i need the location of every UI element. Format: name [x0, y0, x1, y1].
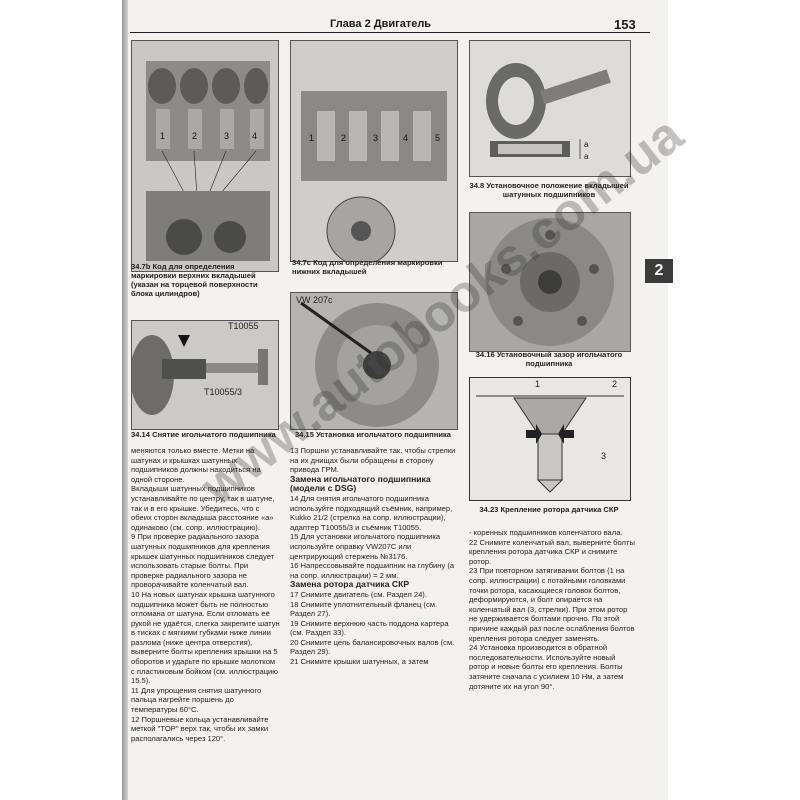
- paragraph: 19 Снимите верхнюю часть поддона картера…: [290, 618, 449, 638]
- paragraph: 23 При повторном затягивании болтов (1 н…: [469, 566, 635, 643]
- rotor-bolt-diagram: [470, 378, 630, 500]
- paragraph: 24 Установка производится в обратной пос…: [469, 643, 624, 691]
- figure-engine-block-lower: 1 2 3 4 5: [290, 40, 458, 262]
- svg-text:2: 2: [341, 133, 346, 143]
- paragraph: 16 Напрессовывайте подшипник на глубину …: [290, 561, 455, 580]
- label-rotor-2: 2: [612, 379, 618, 389]
- flywheel-tool-illustration: [291, 293, 457, 429]
- bearing-puller-illustration: [132, 321, 278, 429]
- crank-flange-illustration: [470, 213, 630, 351]
- svg-text:4: 4: [403, 133, 408, 143]
- svg-text:1: 1: [160, 131, 165, 141]
- caption-34-23: 34.23 Крепление ротора датчика СКР: [479, 505, 619, 514]
- caption-34-15: 34.15 Установка игольчатого подшипника: [294, 430, 452, 439]
- label-t10055-3: T10055/3: [204, 387, 243, 397]
- paragraph: 13 Поршни устанавливайте так, чтобы стре…: [290, 446, 456, 475]
- svg-text:3: 3: [224, 131, 229, 141]
- paragraph: 9 При проверке радиального зазора шатунн…: [131, 532, 275, 590]
- paragraph: 10 На новых шатунах крышка шатунного под…: [131, 589, 280, 686]
- figure-needle-bearing-gap: [469, 212, 631, 352]
- right-text-column: - коренных подшипников коленчатого вала.…: [469, 528, 635, 691]
- figure-needle-bearing-install: [290, 292, 458, 430]
- svg-text:5: 5: [435, 133, 440, 143]
- chapter-title: Глава 2 Двигатель: [330, 18, 432, 30]
- svg-text:4: 4: [252, 131, 257, 141]
- caption-34-7c: 34.7c Код для определения маркировки ниж…: [292, 258, 443, 276]
- paragraph: 11 Для упрощения снятия шатунного пальца…: [131, 685, 262, 715]
- paragraph: 18 Снимите уплотнительный фланец (см. Ра…: [290, 599, 438, 619]
- svg-text:a: a: [584, 152, 589, 161]
- engine-block-lower-illustration: 1 2 3 4 5: [291, 41, 457, 261]
- paragraph: 22 Снимите коленчатый вал, выверните бол…: [469, 537, 635, 566]
- paragraph: 14 Для снятия игольчатого подшипника исп…: [290, 493, 453, 532]
- figure-ckp-rotor: [469, 377, 631, 501]
- figure-needle-bearing-removal: [131, 320, 279, 430]
- label-vw207c: VW 207c: [296, 295, 333, 305]
- middle-text-column: 13 Поршни устанавливайте так, чтобы стре…: [290, 446, 456, 667]
- caption-34-7b: 34.7b Код для определения маркировки вер…: [131, 262, 258, 298]
- figure-engine-block-upper: 1 2 3 4: [131, 40, 279, 272]
- paragraph: 20 Снимите цепь балансировочных валов (с…: [290, 637, 455, 657]
- svg-text:1: 1: [309, 133, 314, 143]
- page-edge-shadow: [122, 0, 130, 800]
- page-number: 153: [614, 17, 636, 32]
- paragraph: 15 Для установки игольчатого подшипника …: [290, 532, 441, 561]
- paragraph: - коренных подшипников коленчатого вала.: [469, 528, 623, 537]
- chapter-tab: 2: [645, 259, 673, 283]
- label-bolt-1: 1: [535, 379, 541, 389]
- svg-text:3: 3: [373, 133, 378, 143]
- caption-34-14: 34.14 Снятие игольчатого подшипника: [131, 430, 276, 439]
- caption-34-8: 34.8 Установочное положение вкладышей ша…: [469, 181, 629, 199]
- label-crankshaft-3: 3: [601, 451, 607, 461]
- label-t10055: T10055: [228, 321, 259, 331]
- page-header: [130, 16, 650, 33]
- engine-block-upper-illustration: 1 2 3 4: [132, 41, 278, 271]
- bearing-shell-illustration: aa: [470, 41, 630, 176]
- paragraph: 12 Поршневые кольца устанавливайте метко…: [131, 714, 269, 743]
- section-heading: Замена игольчатого подшипника (модели с …: [290, 473, 431, 494]
- paragraph: 21 Снимите крышки шатунных, а затем: [290, 657, 429, 667]
- svg-text:a: a: [584, 140, 589, 149]
- section-heading: Замена ротора датчика СКР: [290, 579, 410, 590]
- paragraph: меняются только вместе. Метки на шатунах…: [131, 446, 261, 484]
- left-text-column: меняются только вместе. Метки на шатунах…: [131, 446, 281, 743]
- svg-text:2: 2: [192, 131, 197, 141]
- paragraph: 17 Снимите двигатель (см. Раздел 24).: [290, 589, 427, 599]
- caption-34-16: 34.16 Установочный зазор игольчатого под…: [475, 350, 623, 368]
- paragraph: Вкладыши шатунных подшипников устанавлив…: [131, 484, 275, 532]
